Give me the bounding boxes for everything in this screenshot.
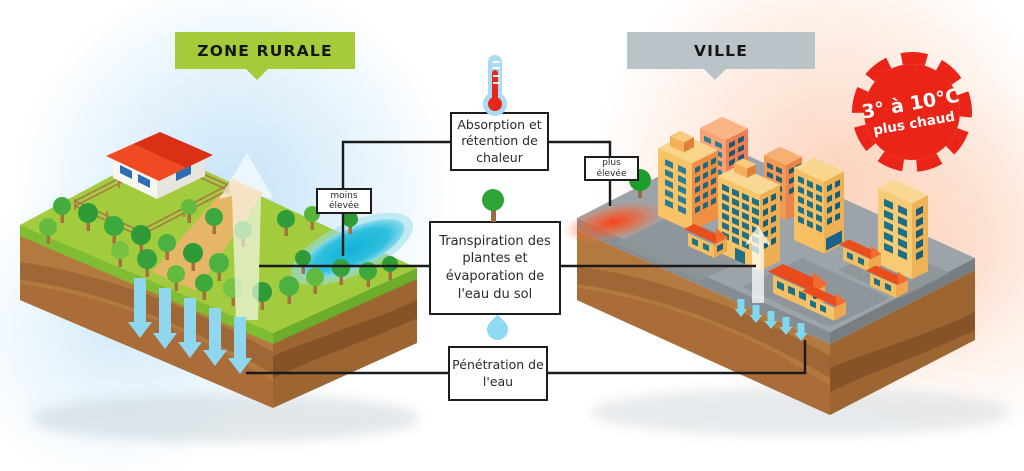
evaporation-arrow-small	[745, 226, 771, 303]
connector-absorption-city	[546, 140, 612, 206]
tree-icon	[481, 189, 505, 222]
rural-scene	[20, 132, 420, 442]
farm-house	[106, 132, 213, 199]
absorption-box: Absorption et rétention de chaleur	[450, 112, 549, 171]
penetration-box: Pénétration de l'eau	[448, 346, 548, 401]
heat-spot	[562, 201, 666, 243]
rural-soil-block	[20, 225, 417, 408]
city-houses	[684, 224, 908, 321]
infiltration-arrows-rural	[128, 278, 252, 374]
city-ground-shadow	[590, 388, 1010, 436]
evaporation-arrow-large	[219, 153, 274, 320]
penetration-label: Pénétration de l'eau	[452, 356, 544, 389]
absorption-label: Absorption et rétention de chaleur	[457, 117, 542, 165]
ville-banner: VILLE	[627, 32, 815, 80]
moins-elevee-label: moins élevée	[329, 190, 359, 211]
plus-elevee-label: plus élevée	[596, 158, 627, 179]
thermometer-icon	[480, 55, 510, 117]
infiltration-arrows-city	[734, 299, 808, 341]
zone-rurale-banner: ZONE RURALE	[175, 32, 355, 80]
rural-ground-shadow	[30, 394, 420, 442]
moins-elevee-box: moins élevée	[316, 188, 372, 214]
plus-elevee-box: plus élevée	[584, 156, 639, 181]
connector-absorption-rural	[341, 140, 452, 256]
city-buildings	[658, 116, 928, 321]
transpiration-label: Transpiration des plantes et évaporation…	[439, 233, 551, 302]
zone-rurale-label: ZONE RURALE	[197, 41, 333, 60]
city-soil-block	[577, 230, 975, 415]
transpiration-box: Transpiration des plantes et évaporation…	[429, 221, 561, 315]
connector-penetration-city	[545, 340, 807, 375]
ville-label: VILLE	[693, 41, 749, 60]
city-scene	[562, 116, 1010, 436]
